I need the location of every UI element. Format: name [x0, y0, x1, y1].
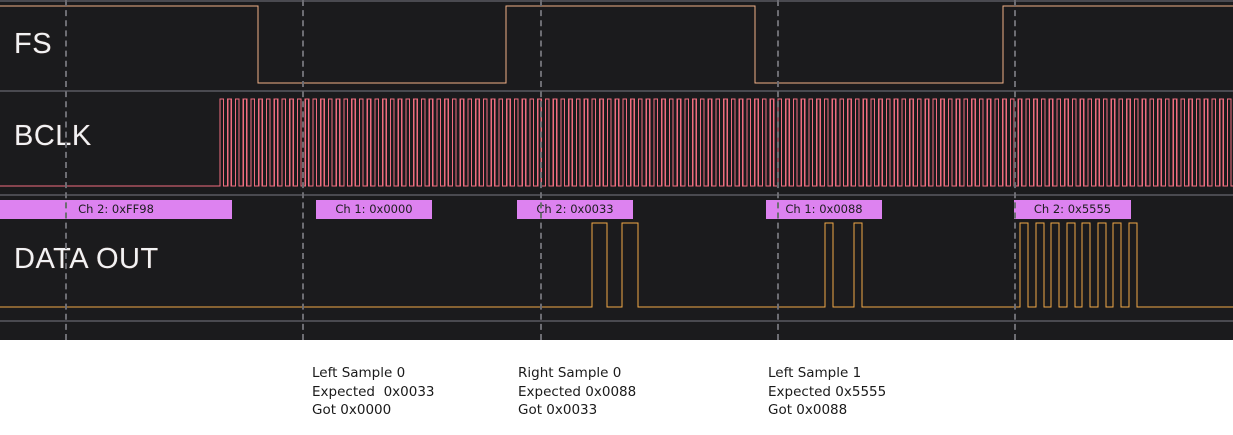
annotation-got: Got 0x0033 — [518, 402, 598, 418]
annotation-expected: Expected 0x0088 — [518, 383, 637, 400]
decode-bubble[interactable]: Ch 2: 0x5555 — [1014, 200, 1131, 219]
lane-label-fs: FS — [14, 28, 53, 60]
measurement-cursor-3[interactable] — [777, 0, 779, 340]
annotation-got: Got 0x0000 — [312, 402, 392, 418]
measurement-cursor-2[interactable] — [540, 0, 542, 340]
lane-separator-bottom — [0, 320, 1233, 322]
annotation-title: Left Sample 0 — [312, 365, 406, 381]
measurement-cursor-0[interactable] — [65, 0, 67, 340]
lane-separator-bclk-data — [0, 194, 1233, 196]
annotation-got: Got 0x0088 — [768, 402, 848, 418]
annotation-expected: Expected 0x5555 — [768, 383, 887, 400]
annotation-expected: Expected 0x0033 — [312, 383, 435, 400]
bclk-waveform — [0, 98, 1233, 187]
waveform-canvas[interactable]: FS BCLK DATA OUT Ch 2: 0xFF98 Ch 1: 0x000… — [0, 0, 1233, 340]
fs-waveform — [0, 5, 1233, 84]
annotation-title: Left Sample 1 — [768, 365, 862, 381]
measurement-cursor-4[interactable] — [1014, 0, 1016, 340]
measurement-cursor-1[interactable] — [302, 0, 304, 340]
lane-data-out[interactable]: DATA OUT — [0, 196, 1233, 320]
lane-label-data-out: DATA OUT — [14, 243, 159, 275]
lane-bclk[interactable]: BCLK — [0, 92, 1233, 194]
decode-bubble[interactable]: Ch 2: 0xFF98 — [0, 200, 232, 219]
decode-bubble[interactable]: Ch 1: 0x0088 — [766, 200, 882, 219]
decode-bubble[interactable]: Ch 1: 0x0000 — [316, 200, 432, 219]
annotation-title: Right Sample 0 — [518, 365, 622, 381]
data-out-waveform — [0, 222, 1233, 308]
lane-separator-top — [0, 0, 1233, 2]
bclk-trace — [0, 98, 1233, 187]
data-out-trace — [0, 222, 1233, 308]
lane-separator-fs-bclk — [0, 90, 1233, 92]
fs-trace — [0, 5, 1233, 84]
lane-fs[interactable]: FS — [0, 0, 1233, 90]
decode-bubble[interactable]: Ch 2: 0x0033 — [517, 200, 633, 219]
lane-label-bclk: BCLK — [14, 120, 92, 152]
